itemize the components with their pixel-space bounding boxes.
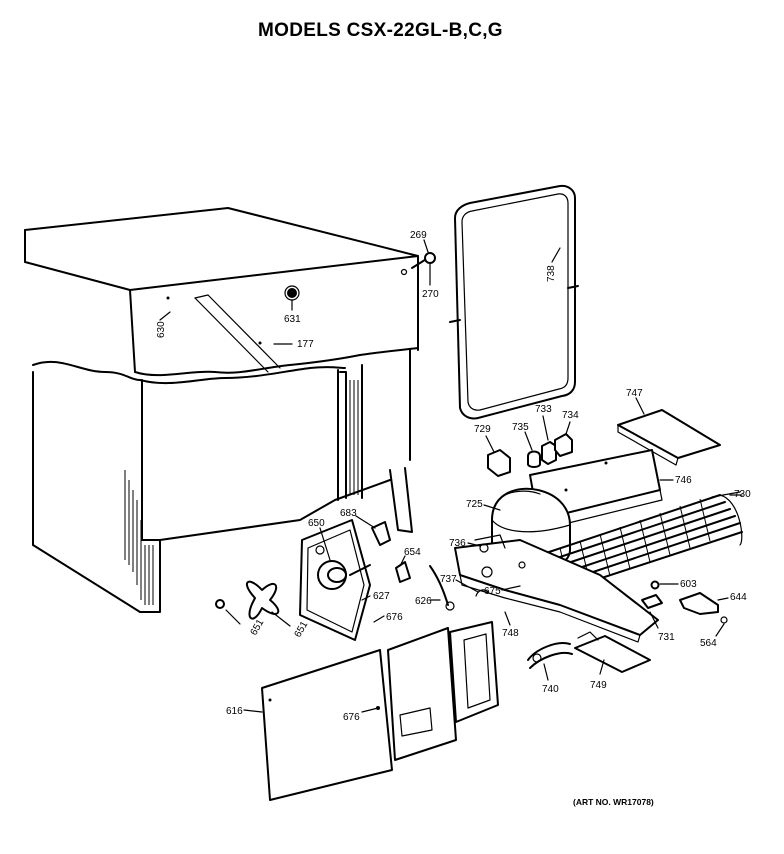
label-737: 737 bbox=[440, 574, 479, 593]
diagram-title: MODELS CSX-22GL-B,C,G bbox=[258, 20, 503, 41]
label-177: 177 bbox=[273, 339, 314, 350]
svg-text:651: 651 bbox=[249, 617, 267, 637]
label-730: 730 bbox=[729, 489, 751, 500]
label-270: 270 bbox=[422, 263, 439, 300]
svg-text:733: 733 bbox=[535, 404, 552, 415]
svg-text:644: 644 bbox=[730, 592, 747, 603]
label-644: 644 bbox=[717, 592, 747, 603]
label-631: 631 bbox=[284, 299, 301, 325]
svg-text:650: 650 bbox=[308, 518, 325, 529]
svg-text:748: 748 bbox=[502, 628, 519, 639]
svg-text:749: 749 bbox=[590, 680, 607, 691]
label-748: 748 bbox=[502, 611, 519, 639]
cover-749 bbox=[574, 631, 651, 673]
fan-motor-assembly bbox=[299, 519, 371, 641]
svg-text:676: 676 bbox=[343, 712, 360, 723]
svg-text:630: 630 bbox=[156, 321, 167, 338]
label-654: 654 bbox=[399, 547, 421, 567]
hinge-pin bbox=[400, 252, 436, 276]
svg-text:675: 675 bbox=[484, 586, 501, 597]
drain-tray-747 bbox=[617, 409, 721, 466]
rear-access-panels bbox=[261, 621, 499, 801]
label-749: 749 bbox=[590, 659, 607, 691]
svg-text:736: 736 bbox=[449, 538, 466, 549]
svg-text:735: 735 bbox=[512, 422, 529, 433]
svg-text:746: 746 bbox=[675, 475, 692, 486]
svg-text:738: 738 bbox=[546, 265, 557, 282]
svg-text:683: 683 bbox=[340, 508, 357, 519]
label-729: 729 bbox=[474, 424, 495, 453]
label-564: 564 bbox=[700, 623, 725, 649]
label-731: 731 bbox=[649, 611, 675, 643]
label-630: 630 bbox=[156, 311, 171, 338]
label-734: 734 bbox=[562, 410, 579, 435]
label-725: 725 bbox=[466, 499, 501, 511]
fittings bbox=[475, 543, 489, 597]
svg-text:564: 564 bbox=[700, 638, 717, 649]
label-603: 603 bbox=[659, 579, 697, 590]
svg-text:603: 603 bbox=[680, 579, 697, 590]
bracket-683 bbox=[371, 521, 391, 546]
label-746: 746 bbox=[659, 475, 692, 486]
svg-text:747: 747 bbox=[626, 388, 643, 399]
svg-text:676: 676 bbox=[386, 612, 403, 623]
door-gasket bbox=[449, 184, 579, 420]
clamp-740 bbox=[527, 642, 573, 669]
svg-text:177: 177 bbox=[297, 339, 314, 350]
base-plate bbox=[454, 534, 659, 643]
svg-text:737: 737 bbox=[440, 574, 457, 585]
label-683: 683 bbox=[340, 508, 376, 529]
label-626: 626 bbox=[415, 596, 441, 607]
svg-text:730: 730 bbox=[734, 489, 751, 500]
label-651a: 651 bbox=[225, 609, 267, 638]
svg-text:627: 627 bbox=[373, 591, 390, 602]
label-675: 675 bbox=[484, 585, 521, 597]
label-627: 627 bbox=[361, 591, 390, 602]
label-676a: 676 bbox=[373, 612, 403, 623]
svg-text:740: 740 bbox=[542, 684, 559, 695]
label-650: 650 bbox=[308, 518, 331, 561]
svg-text:654: 654 bbox=[404, 547, 421, 558]
svg-text:626: 626 bbox=[415, 596, 432, 607]
svg-text:631: 631 bbox=[284, 314, 301, 325]
svg-text:616: 616 bbox=[226, 706, 243, 717]
fan-blade-651 bbox=[215, 580, 280, 620]
screw-603 bbox=[641, 580, 663, 609]
svg-text:270: 270 bbox=[422, 289, 439, 300]
label-676b: 676 bbox=[343, 707, 379, 723]
label-269: 269 bbox=[410, 230, 429, 253]
label-733: 733 bbox=[535, 404, 552, 441]
clip-654 bbox=[395, 561, 411, 583]
label-736: 736 bbox=[449, 538, 481, 549]
svg-text:729: 729 bbox=[474, 424, 491, 435]
relay-parts bbox=[487, 433, 573, 477]
label-747: 747 bbox=[626, 388, 645, 415]
art-number: (ART NO. WR17078) bbox=[573, 797, 654, 807]
svg-text:731: 731 bbox=[658, 632, 675, 643]
cabinet-body bbox=[24, 207, 419, 613]
svg-text:651: 651 bbox=[293, 619, 311, 639]
bracket-644 bbox=[679, 592, 728, 624]
part-labels: 269 270 738 630 631 177 747 733 734 729 … bbox=[156, 230, 751, 723]
tube-626 bbox=[429, 565, 455, 611]
svg-text:269: 269 bbox=[410, 230, 427, 241]
svg-text:734: 734 bbox=[562, 410, 579, 421]
label-738: 738 bbox=[546, 247, 561, 282]
label-616: 616 bbox=[226, 706, 263, 717]
label-735: 735 bbox=[512, 422, 533, 451]
label-740: 740 bbox=[542, 663, 559, 695]
svg-text:725: 725 bbox=[466, 499, 483, 510]
